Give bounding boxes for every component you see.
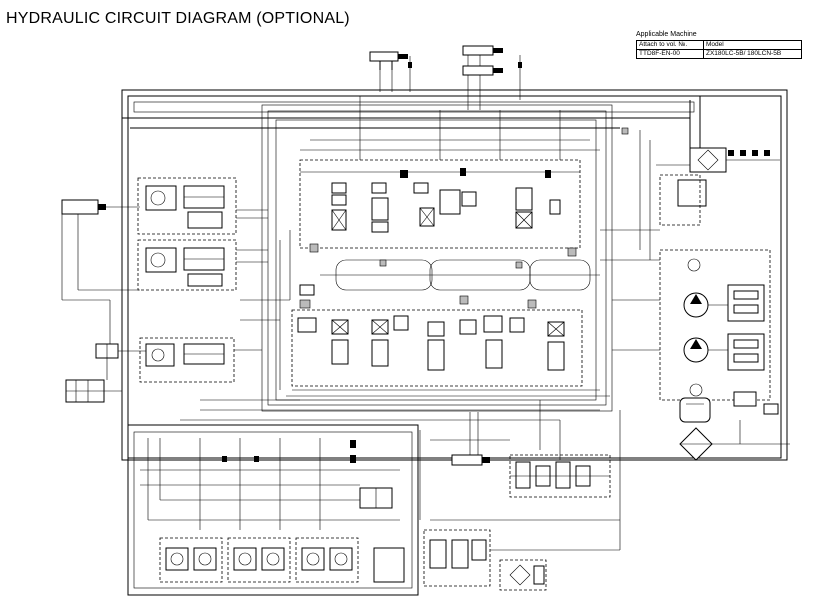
page-title: HYDRAULIC CIRCUIT DIAGRAM (OPTIONAL) <box>6 10 350 27</box>
left-valve-block-upper <box>137 177 268 235</box>
left-valve-block-lower <box>137 239 268 291</box>
center-cylinder <box>451 412 490 466</box>
table-row: TTD8F-EN-00 ZX180LC-5B/ 180LCN-5B <box>636 49 802 59</box>
applicable-machine-caption: Applicable Machine <box>636 31 697 38</box>
right-lower-valve-bank <box>509 454 611 498</box>
component-markers <box>299 127 629 309</box>
top-cylinder-right <box>462 45 522 110</box>
left-cylinder <box>61 199 140 301</box>
bottom-center-valves <box>423 410 621 591</box>
left-small-valve <box>65 343 122 403</box>
main-pump-group <box>659 249 771 401</box>
control-valve-lower <box>286 284 610 397</box>
applicable-machine-table: Attach to vol. №. Model TTD8F-EN-00 ZX18… <box>636 40 802 59</box>
connecting-pipes <box>106 96 690 520</box>
top-cylinder-left <box>369 51 412 92</box>
pilot-manifold <box>127 424 419 596</box>
center-pipe-loops <box>320 259 600 291</box>
engine-tank-group <box>679 391 790 461</box>
control-valve-upper <box>299 139 600 249</box>
left-valve-block-third <box>139 337 262 383</box>
pilot-valve-row <box>159 537 405 583</box>
right-filter-group <box>656 147 780 226</box>
table-cell-model: ZX180LC-5B/ 180LCN-5B <box>703 49 802 59</box>
